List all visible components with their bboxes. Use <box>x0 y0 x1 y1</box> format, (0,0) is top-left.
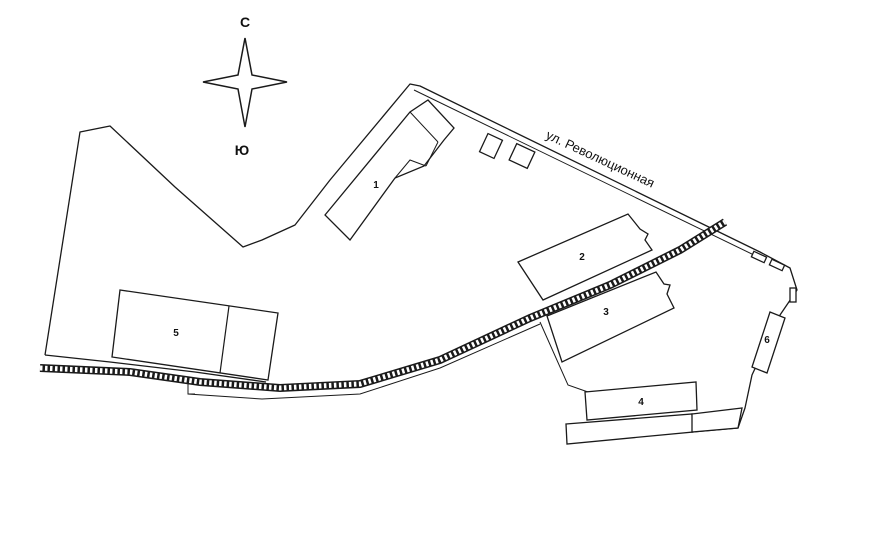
site-boundary <box>44 83 798 433</box>
building-2: 2 <box>517 213 653 301</box>
building-2-label: 2 <box>579 252 585 263</box>
building-6: 6 <box>751 311 786 374</box>
building-6-label: 6 <box>764 335 770 346</box>
railway-track <box>39 218 728 393</box>
building-5-label: 5 <box>173 328 179 339</box>
building-4-label: 4 <box>638 397 644 408</box>
kiosk-structures <box>478 132 797 303</box>
building-3-label: 3 <box>603 307 609 318</box>
compass-south-label: Ю <box>235 142 249 158</box>
building-1-label: 1 <box>373 180 379 191</box>
street-boundary-inner <box>413 89 757 257</box>
building-1: 1 <box>324 99 455 241</box>
building-4: 4 <box>565 381 743 445</box>
platform-strip <box>187 323 541 400</box>
yard-outline <box>539 321 589 393</box>
street-label: ул. Революционная <box>544 127 657 190</box>
building-5: 5 <box>111 289 279 381</box>
compass-rose-icon <box>202 37 288 128</box>
building-3: 3 <box>546 271 675 363</box>
compass-north-label: С <box>240 14 250 30</box>
site-boundary-lower <box>44 354 267 383</box>
